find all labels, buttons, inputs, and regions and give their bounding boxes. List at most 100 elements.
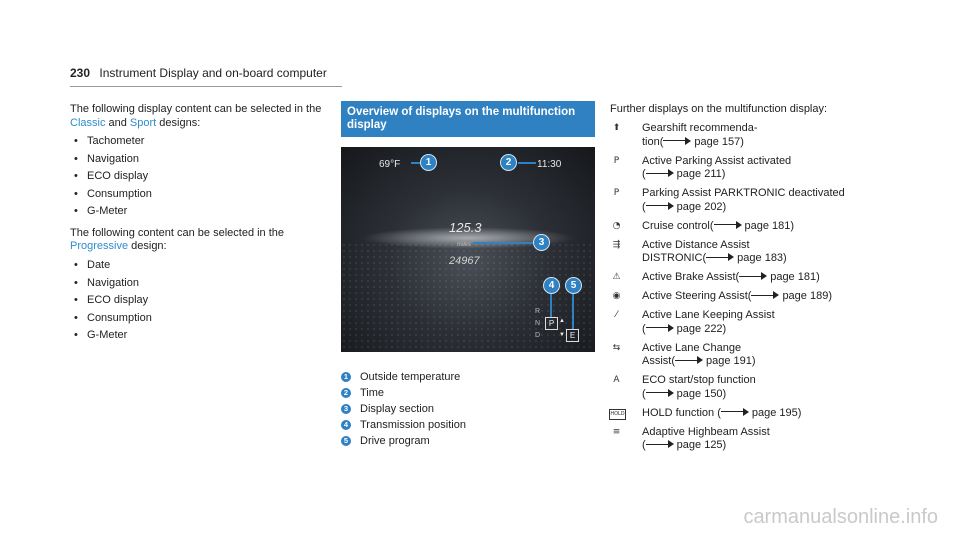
- symbol-description: Active Lane Change: [642, 341, 742, 354]
- watermark: carmanualsonline.info: [743, 506, 938, 528]
- list-item: Date: [70, 257, 328, 275]
- callout-1: 1: [420, 154, 437, 171]
- symbol-description-cont: tion(: [642, 135, 664, 148]
- overview-column: Overview of displays on the multifunctio…: [341, 101, 595, 449]
- legend-number: 2: [341, 388, 351, 398]
- parktronic-deactivated-icon: P: [613, 188, 620, 198]
- symbol-description: Active Lane Keeping Assist: [642, 309, 775, 321]
- eco-start-stop-icon: A: [613, 375, 620, 385]
- page-number: 230: [70, 66, 91, 80]
- page-reference-link[interactable]: page 125): [676, 439, 727, 451]
- transmission-position: P: [545, 317, 558, 330]
- outside-temperature: 69°F: [379, 159, 401, 170]
- page-reference-arrow-icon: [645, 388, 674, 398]
- multifunction-display-image: 69°F 1 2 11:30 125.3 miles 3 24967 4 5 R…: [341, 147, 595, 352]
- active-lane-keeping-assist-icon: ⁄: [615, 310, 618, 320]
- page-reference-arrow-icon: [645, 168, 674, 178]
- callout-3: 3: [533, 234, 550, 251]
- active-lane-change-assist-icon: ⇆: [612, 342, 621, 353]
- list-item: Consumption: [70, 310, 328, 328]
- further-displays-intro: Further displays on the multifunction di…: [610, 103, 828, 115]
- gearshift-recommendation-icon: ⬆: [612, 123, 621, 133]
- display-symbol-row: ⬆ Gearshift recommenda-tion( page 157): [610, 122, 880, 149]
- callout-line: [473, 242, 533, 244]
- symbol-description: Active Brake Assist(: [642, 271, 740, 283]
- page-reference-arrow-icon: [751, 290, 780, 300]
- classic-link[interactable]: Classic: [70, 116, 106, 129]
- page-reference-arrow-icon: [645, 323, 674, 333]
- page-reference-arrow-icon: [739, 271, 768, 281]
- page-reference-link[interactable]: page 181): [770, 271, 820, 283]
- overview-heading: Overview of displays on the multifunctio…: [341, 101, 595, 137]
- page-reference-arrow-icon: [675, 355, 703, 365]
- callout-line: [550, 294, 552, 317]
- cruise-control-icon: ◔: [612, 220, 621, 231]
- gear-arrows-icon: ▲▼: [559, 318, 565, 338]
- gear-r: R: [535, 308, 541, 315]
- callout-line: [518, 162, 536, 164]
- display-symbol-row: ⚠ Active Brake Assist( page 181): [610, 271, 880, 285]
- display-dot-pattern: [341, 242, 595, 352]
- legend-number: 5: [341, 436, 351, 446]
- symbol-description-cont: (: [642, 439, 646, 451]
- drive-program: E: [566, 329, 579, 342]
- symbol-description-cont: (: [642, 387, 646, 400]
- display-symbol-row: ◉ Active Steering Assist( page 189): [610, 290, 880, 304]
- symbol-description: Adaptive Highbeam Assist: [642, 425, 770, 438]
- legend-number: 3: [341, 404, 351, 414]
- progressive-link[interactable]: Progressive: [70, 240, 129, 253]
- active-steering-assist-icon: ◉: [612, 291, 621, 301]
- page-reference-arrow-icon: [645, 439, 674, 449]
- symbol-description-cont: (: [642, 200, 646, 213]
- list-item: Navigation: [70, 275, 328, 293]
- callout-2: 2: [500, 154, 517, 171]
- section-title: Instrument Display and on-board computer: [99, 66, 327, 80]
- progressive-list: Date Navigation ECO display Consumption …: [70, 257, 328, 345]
- symbol-description: Active Parking Assist activated: [642, 154, 792, 167]
- page-reference-arrow-icon: [720, 407, 749, 417]
- page-reference-link[interactable]: page 211): [676, 168, 726, 180]
- active-brake-assist-icon: ⚠: [612, 272, 621, 282]
- odometer: 24967: [449, 255, 480, 267]
- page-reference-arrow-icon: [706, 252, 735, 262]
- sport-link[interactable]: Sport: [129, 116, 157, 129]
- display-symbol-row: ≡Adaptive Highbeam Assist(page 125): [610, 426, 880, 453]
- page-reference-link[interactable]: page 195): [751, 406, 802, 419]
- page-reference-link[interactable]: page 150): [676, 387, 727, 400]
- symbol-description: Active Steering Assist(: [642, 290, 752, 302]
- page-reference-link[interactable]: page 183): [737, 252, 787, 264]
- gear-n: N: [535, 320, 541, 327]
- progressive-paragraph: The following content can be selected in…: [70, 226, 285, 253]
- list-item: ECO display: [70, 292, 328, 310]
- page-reference-link[interactable]: page 157): [694, 135, 744, 148]
- page-reference-link[interactable]: page 191): [706, 355, 756, 367]
- page-reference-arrow-icon: [663, 136, 692, 146]
- list-item: Tachometer: [70, 133, 328, 151]
- list-item: G-Meter: [70, 203, 328, 221]
- page-reference-link[interactable]: page 189): [782, 290, 832, 302]
- list-item: ECO display: [70, 168, 328, 186]
- gear-d: D: [535, 332, 541, 339]
- active-distance-assist-icon: ⇶: [612, 239, 621, 250]
- symbol-description: Gearshift recommenda-: [642, 122, 758, 134]
- time: 11:30: [537, 159, 562, 170]
- page-reference-link[interactable]: page 181): [744, 219, 795, 232]
- symbol-description-cont: Assist(: [642, 355, 675, 367]
- list-item: Navigation: [70, 151, 328, 169]
- page-reference-link[interactable]: page 222): [676, 322, 727, 335]
- hold-function-icon: HOLD: [609, 408, 626, 420]
- trip-distance: 125.3: [449, 220, 482, 235]
- page-reference-arrow-icon: [645, 201, 674, 211]
- page-reference-link[interactable]: page 202): [676, 200, 727, 213]
- callout-4: 4: [543, 277, 560, 294]
- display-symbol-row: ◔Cruise control(page 181): [610, 220, 880, 234]
